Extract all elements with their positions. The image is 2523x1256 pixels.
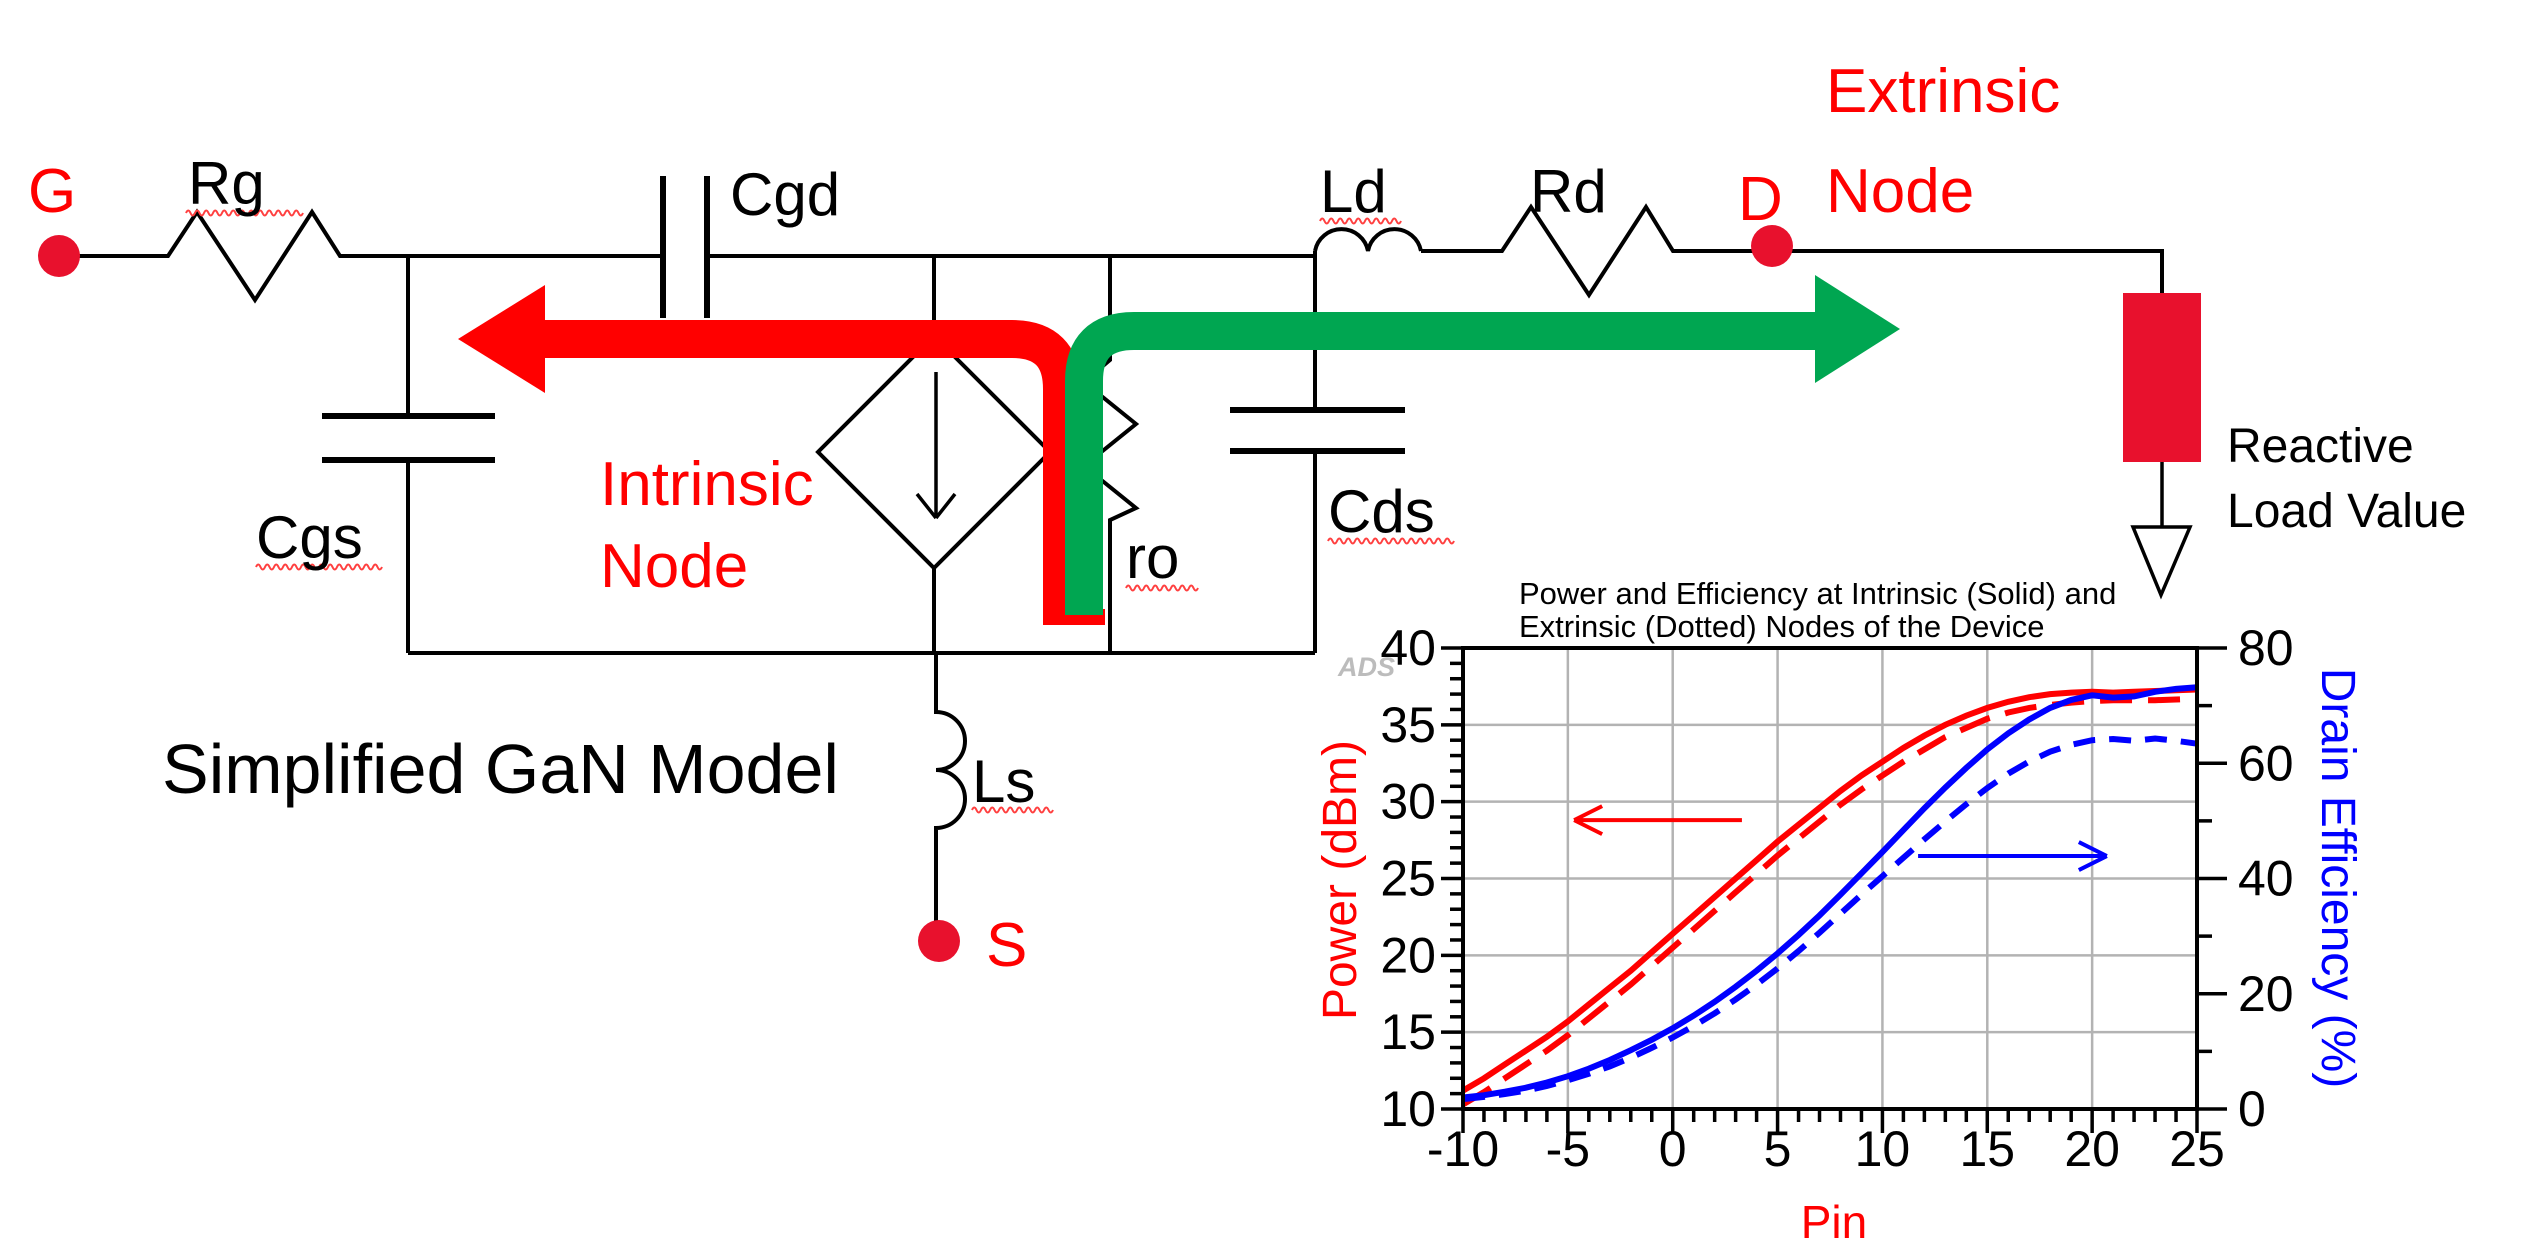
vccs-arrow-icon	[915, 372, 957, 520]
chart-gridlines	[1463, 648, 2197, 1109]
power-efficiency-chart: -10 -5 0 5 10 15 20 25 10 15 20 25 30 35 40 0 20 40 60 80 P…	[1314, 576, 2364, 1248]
ls-label: Ls	[972, 748, 1035, 815]
cgd-label: Cgd	[730, 161, 840, 228]
ro-label: ro	[1126, 524, 1179, 591]
inductor-ls	[934, 653, 967, 921]
series-curve	[1461, 695, 2198, 1107]
y-left-tick-label: 35	[1380, 697, 1436, 753]
y-right-tick-label: 40	[2238, 851, 2294, 907]
chart-tick-labels: -10 -5 0 5 10 15 20 25 10 15 20 25 30 35 40 0 20 40 60 80	[1380, 620, 2293, 1177]
green-flow-arrow	[1065, 275, 1900, 615]
rd-label: Rd	[1530, 158, 1607, 225]
chart-ylabel-right: Drain Efficiency (%)	[2311, 668, 2364, 1089]
y-right-tick-label: 60	[2238, 735, 2294, 791]
chart-title-line1: Power and Efficiency at Intrinsic (Solid…	[1519, 576, 2116, 611]
series-curve	[1461, 686, 2198, 1094]
schematic: G Rg Cgd Cgs Intrinsic Node Ld Rd D Extr…	[28, 57, 2466, 980]
x-tick-label: -10	[1427, 1121, 1499, 1177]
inductor-ld	[1313, 227, 1423, 252]
reactive-load-block	[2123, 293, 2201, 462]
x-tick-label: 5	[1764, 1121, 1792, 1177]
y-left-tick-label: 40	[1380, 620, 1436, 676]
drain-terminal-label: D	[1738, 165, 1783, 234]
cds-label: Cds	[1328, 478, 1435, 545]
y-left-tick-label: 25	[1380, 851, 1436, 907]
intrinsic-node-label-line1: Intrinsic	[600, 450, 814, 519]
extrinsic-node-label-line1: Extrinsic	[1826, 57, 2060, 126]
squiggle-cds	[1327, 537, 1455, 545]
wire-gate-resistor	[59, 208, 663, 304]
vccs-diamond	[815, 333, 1053, 571]
chart-ticks	[1441, 646, 2227, 1133]
chart-title-line2: Extrinsic (Dotted) Nodes of the Device	[1519, 609, 2045, 644]
red-flow-arrow	[458, 285, 1105, 625]
x-tick-label: 10	[1855, 1121, 1911, 1177]
ground-arrow-icon	[2130, 525, 2193, 600]
y-left-tick-label: 10	[1380, 1081, 1436, 1137]
gate-terminal-label: G	[28, 157, 76, 226]
x-tick-label: 15	[1959, 1121, 2015, 1177]
squiggle-ls	[971, 806, 1054, 814]
extrinsic-node-label-line2: Node	[1826, 157, 1974, 226]
load-caption-line1: Reactive	[2227, 420, 2414, 473]
rg-label: Rg	[188, 150, 265, 217]
series-curve	[1462, 684, 2198, 1101]
source-node-dot	[918, 920, 960, 962]
y-right-tick-label: 20	[2238, 966, 2294, 1022]
ld-label: Ld	[1320, 158, 1387, 225]
wire-drain-resistor	[1421, 203, 2164, 299]
y-left-tick-label: 30	[1380, 774, 1436, 830]
source-terminal-label: S	[986, 911, 1027, 980]
chart-watermark: ADS	[1337, 652, 1395, 682]
series-curve	[1462, 735, 2198, 1103]
x-tick-label: 25	[2169, 1121, 2225, 1177]
squiggle-ld	[1319, 217, 1402, 225]
chart-direction-arrow	[1918, 840, 2108, 872]
x-tick-label: 20	[2064, 1121, 2120, 1177]
y-left-tick-label: 15	[1380, 1004, 1436, 1060]
chart-direction-arrow	[1573, 804, 1742, 836]
y-right-tick-label: 0	[2238, 1081, 2266, 1137]
squiggle-ro	[1125, 584, 1199, 592]
squiggle-cgs	[255, 563, 383, 571]
intrinsic-node-label-line2: Node	[600, 532, 748, 601]
chart-xlabel: Pin	[1801, 1196, 1867, 1248]
x-tick-label: 0	[1659, 1121, 1687, 1177]
y-left-tick-label: 20	[1380, 927, 1436, 983]
y-right-tick-label: 80	[2238, 620, 2294, 676]
cgs-label: Cgs	[256, 504, 363, 571]
squiggle-rg	[185, 209, 304, 217]
chart-curves	[1461, 684, 2198, 1107]
drain-node-dot	[1751, 225, 1793, 267]
gate-node-dot	[38, 235, 80, 277]
model-caption: Simplified GaN Model	[162, 730, 839, 808]
chart-ylabel-left: Power (dBm)	[1314, 740, 1367, 1020]
chart-annotation-arrows	[1573, 804, 2108, 872]
load-caption-line2: Load Value	[2227, 485, 2466, 538]
chart-frame	[1461, 646, 2199, 1111]
x-tick-label: -5	[1546, 1121, 1590, 1177]
